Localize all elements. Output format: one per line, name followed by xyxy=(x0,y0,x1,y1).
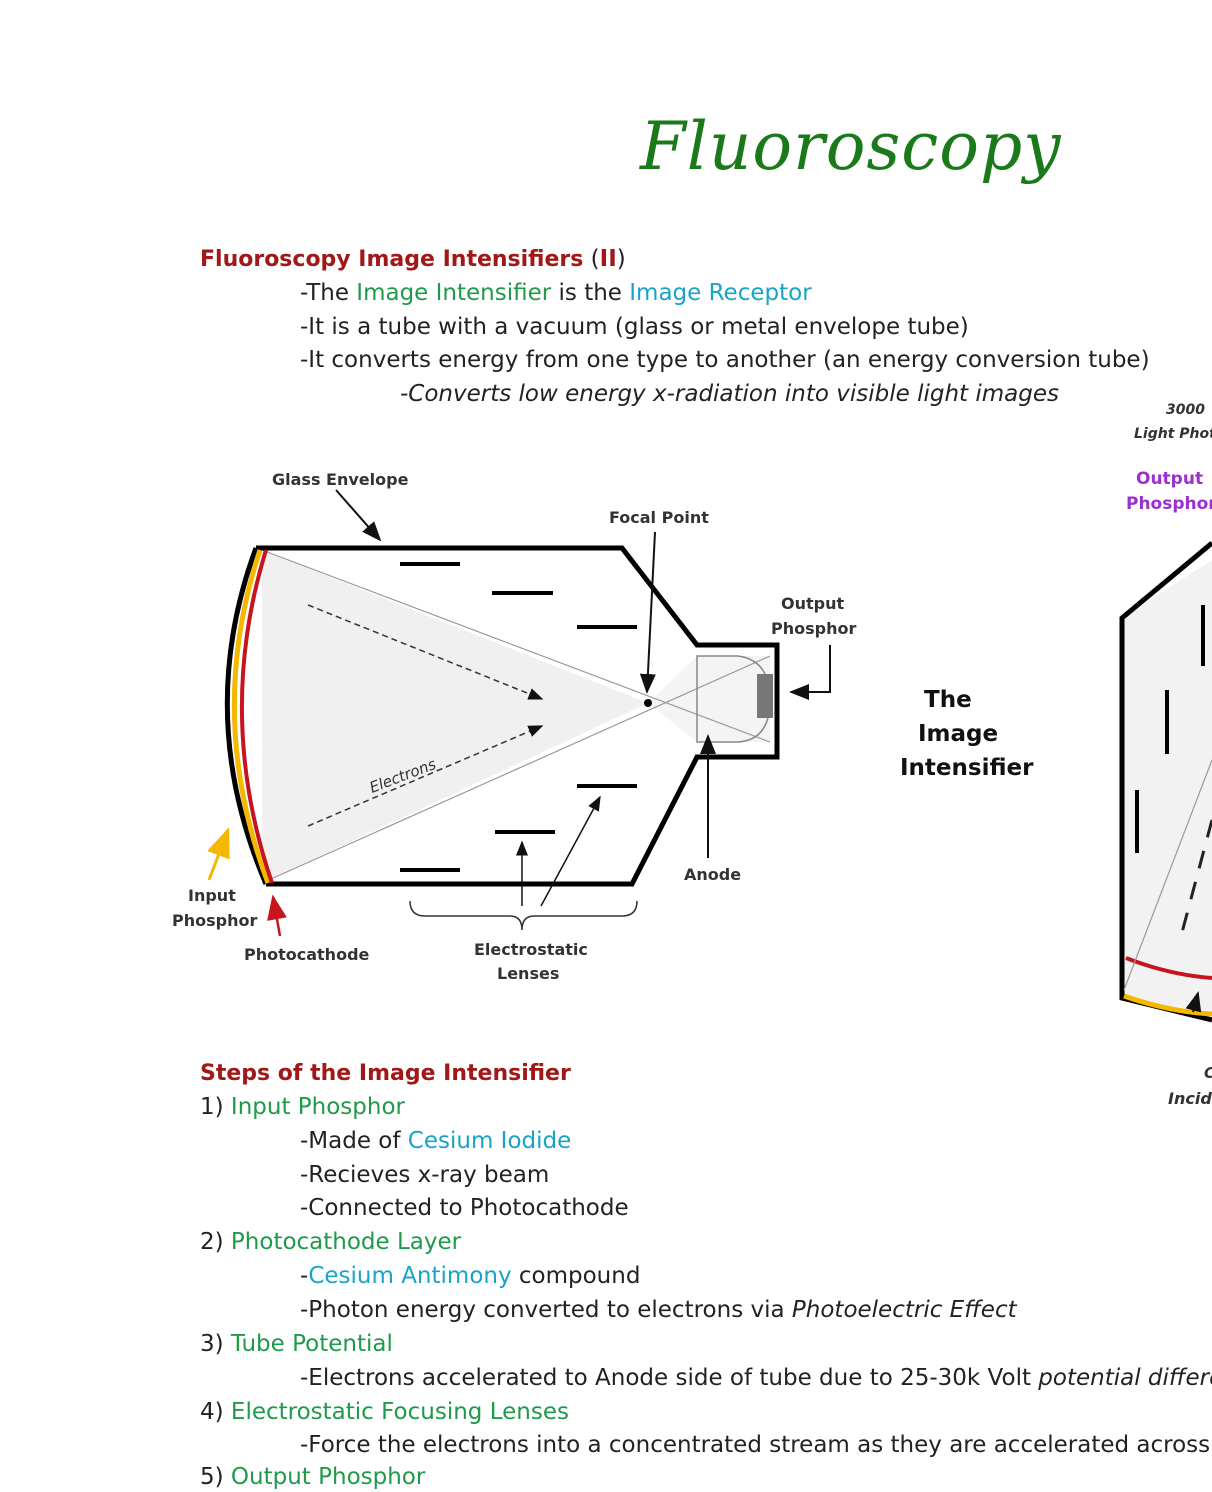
electron-path-2 xyxy=(307,725,544,827)
step-3-title: Tube Potential xyxy=(230,1331,393,1357)
label-output-phosphor-2: Phosphor xyxy=(771,619,856,638)
arrow-lens-2 xyxy=(540,795,601,907)
step-5: 5) Output Phosphor xyxy=(200,1462,425,1492)
glass-envelope-outline xyxy=(256,545,780,887)
step-3-a: -Electrons accelerated to Anode side of … xyxy=(300,1363,1212,1393)
label-input-phosphor-2: Phosphor xyxy=(172,911,257,930)
side-output-1: Output xyxy=(1136,469,1203,489)
term-potential-difference: potential differen xyxy=(1038,1365,1212,1391)
step-2-b-pre: -Photon energy converted to electrons vi… xyxy=(300,1297,792,1323)
arrow-input-phosphor xyxy=(207,827,230,881)
caption-line-1: The xyxy=(924,687,972,713)
intro-line-2: -It is a tube with a vacuum (glass or me… xyxy=(300,314,969,340)
label-input-phosphor-1: Input xyxy=(188,886,236,905)
step-2: 2) Photocathode Layer xyxy=(200,1227,461,1257)
arrow-photocathode xyxy=(267,894,287,937)
step-2-a-pre: - xyxy=(300,1263,309,1289)
side-electron-path xyxy=(1178,819,1212,941)
step-2-title: Photocathode Layer xyxy=(230,1229,462,1255)
caption-line-3: Intensifier xyxy=(900,755,1034,781)
label-anode: Anode xyxy=(684,865,741,884)
electron-cone-fill xyxy=(262,550,648,883)
label-output-phosphor-1: Output xyxy=(781,594,844,613)
step-1: 1) Input Phosphor xyxy=(200,1092,405,1122)
term-image-intensifier: Image Intensifier xyxy=(356,280,552,306)
label-electrostatic-2: Lenses xyxy=(497,964,559,983)
intro-line-1-mid: is the xyxy=(551,280,630,306)
caption-line-2: Image xyxy=(918,721,998,747)
intro-line-1: -The Image Intensifier is the Image Rece… xyxy=(300,278,812,308)
ray-top xyxy=(261,549,771,743)
intro-heading: Fluoroscopy Image Intensifiers xyxy=(200,247,584,272)
term-cesium-iodide: Cesium Iodide xyxy=(407,1128,572,1154)
steps-heading: Steps of the Image Intensifier xyxy=(200,1058,571,1089)
page-title: Fluoroscopy xyxy=(640,108,1062,185)
step-3-num: 3) xyxy=(200,1331,231,1357)
side-input-phosphor xyxy=(1123,993,1212,1017)
label-electrostatic-1: Electrostatic xyxy=(474,940,588,959)
step-1-b: -Recieves x-ray beam xyxy=(300,1162,550,1188)
intro-heading-line: Fluoroscopy Image Intensifiers (II) xyxy=(200,244,626,275)
step-1-c: -Connected to Photocathode xyxy=(300,1195,629,1221)
input-window xyxy=(224,547,269,885)
step-4-title: Electrostatic Focusing Lenses xyxy=(230,1399,569,1425)
step-2-num: 2) xyxy=(200,1229,231,1255)
side-output-2: Phosphor xyxy=(1126,494,1212,514)
arrow-focal-point xyxy=(639,531,656,694)
step-2-a: -Cesium Antimony compound xyxy=(300,1261,640,1291)
step-1-a-pre: -Made of xyxy=(300,1128,408,1154)
side-number: 3000 xyxy=(1166,402,1205,418)
step-3: 3) Tube Potential xyxy=(200,1329,393,1359)
intro-line-1-pre: -The xyxy=(300,280,357,306)
side-cone-fill xyxy=(1122,560,1212,1020)
step-2-b: -Photon energy converted to electrons vi… xyxy=(300,1295,1017,1325)
step-5-num: 5) xyxy=(200,1464,231,1490)
term-cesium-antimony: Cesium Antimony xyxy=(308,1263,512,1289)
step-2-a-post: compound xyxy=(511,1263,641,1289)
step-4: 4) Electrostatic Focusing Lenses xyxy=(200,1397,569,1427)
step-3-a-pre: -Electrons accelerated to Anode side of … xyxy=(300,1365,1039,1391)
side-light-photo: Light Photo xyxy=(1134,426,1212,442)
step-5-title: Output Phosphor xyxy=(230,1464,426,1490)
output-cone-fill xyxy=(648,656,770,742)
steps-heading-text: Steps of the Image Intensifier xyxy=(200,1061,571,1086)
paren-open: ( xyxy=(590,246,600,272)
step-1-a: -Made of Cesium Iodide xyxy=(300,1126,571,1156)
step-4-a: -Force the electrons into a concentrated… xyxy=(300,1432,1211,1458)
step-4-num: 4) xyxy=(200,1399,231,1425)
side-incide: Incide xyxy=(1168,1089,1212,1108)
intro-line-4: -Converts low energy x-radiation into vi… xyxy=(400,381,1059,407)
label-photocathode: Photocathode xyxy=(244,945,370,964)
electron-path-1 xyxy=(307,604,544,700)
output-phosphor xyxy=(757,674,773,718)
side-bottom-c: C xyxy=(1204,1064,1212,1082)
ray-bottom xyxy=(261,655,771,884)
side-arrow xyxy=(1185,991,1202,1013)
step-1-title: Input Phosphor xyxy=(230,1094,405,1120)
term-photoelectric-effect: Photoelectric Effect xyxy=(791,1297,1017,1323)
lenses-brace xyxy=(409,900,638,931)
intro-line-3: -It converts energy from one type to ano… xyxy=(300,347,1150,373)
paren-close: ) xyxy=(616,246,626,272)
term-image-receptor: Image Receptor xyxy=(629,280,812,306)
side-ray xyxy=(1123,759,1212,991)
label-focal-point: Focal Point xyxy=(609,508,709,527)
label-glass-envelope: Glass Envelope xyxy=(272,470,409,489)
input-phosphor-layer xyxy=(231,549,271,884)
arrow-output-phosphor xyxy=(789,645,831,700)
step-1-num: 1) xyxy=(200,1094,231,1120)
photocathode-layer xyxy=(239,549,274,884)
focal-point-dot xyxy=(644,699,652,707)
arrow-glass-envelope xyxy=(335,489,382,542)
intro-abbr: II xyxy=(599,246,617,272)
